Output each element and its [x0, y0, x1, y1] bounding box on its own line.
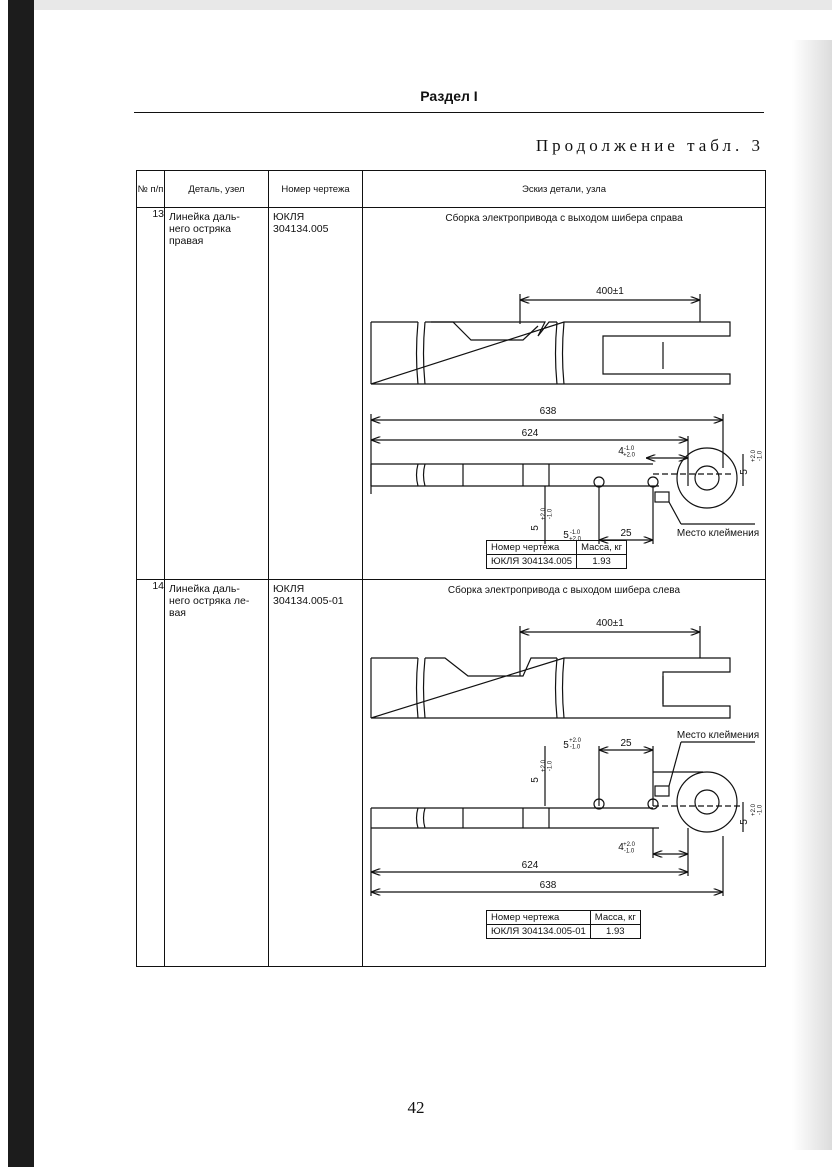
header-sketch: Эскиз детали, узла: [362, 170, 766, 208]
sketch-right: Сборка электропривода с выходом шибера с…: [363, 208, 765, 576]
dim-left-tol: +2.0-1.0: [541, 507, 554, 520]
row-drawing-text: ЮКЛЯ 304134.005-01: [273, 583, 344, 607]
dim-mid-tol: -1.0+2.0: [569, 530, 582, 543]
spec-mass: 1.93: [589, 924, 641, 939]
dim-side-tol: +2.0-1.0: [751, 803, 764, 816]
binding-edge: [8, 0, 34, 1167]
table-row: 14 Линейка даль- него остряка ле- вая ЮК…: [136, 579, 766, 967]
spec-header-drawing: Номер чертежа: [486, 910, 591, 925]
dim-side: 5: [739, 819, 750, 825]
section-rule: [134, 112, 764, 113]
dim-inner: 624: [522, 428, 539, 439]
pivot-circle: [676, 771, 738, 833]
drawing-left-output: 400±1 5 +2.0-1.0 25 5 +2.0-1.0 Место кле…: [370, 618, 764, 896]
page-number: 42: [407, 1098, 425, 1117]
spec-header-mass: Масса, кг: [576, 540, 628, 555]
dim-top-length: 400±1: [596, 286, 624, 297]
sketch-left: Сборка электропривода с выходом шибера с…: [363, 580, 765, 956]
dim-inner: 624: [522, 860, 539, 871]
bar-side-view: [370, 463, 659, 487]
marking-place: [654, 491, 670, 503]
row-part: Линейка даль- него остряка ле- вая: [164, 579, 269, 967]
dim-left-tol: +2.0-1.0: [541, 759, 554, 772]
dim-mid-tol: +2.0-1.0: [569, 738, 582, 751]
scan-top-shadow: [34, 0, 832, 10]
row-drawing-text: ЮКЛЯ 304134.005: [273, 211, 329, 235]
row-num: 14: [136, 579, 165, 967]
dim-left: 5: [530, 525, 541, 531]
dim-side-tol: +2.0-1.0: [751, 449, 764, 462]
dim-gap: 25: [620, 738, 632, 749]
dim-offset-a-tol: -1.0+2.0: [623, 446, 636, 459]
dim-overall: 638: [540, 406, 557, 417]
header-part: Деталь, узел: [164, 170, 269, 208]
spec-drawing: ЮКЛЯ 304134.005: [485, 554, 578, 569]
header-drawing: Номер чертежа: [268, 170, 363, 208]
row-part: Линейка даль- него остряка правая: [164, 207, 269, 580]
dim-mid: 5: [563, 740, 569, 751]
spec-drawing: ЮКЛЯ 304134.005-01: [486, 924, 591, 939]
spec-header-drawing: Номер чертежа: [485, 540, 578, 555]
dim-offset-a: 4: [618, 446, 624, 457]
spec-header-mass: Масса, кг: [589, 910, 641, 925]
dim-top-length: 400±1: [596, 618, 624, 629]
table-header-row: № п/п Деталь, узел Номер чертежа Эскиз д…: [136, 170, 766, 208]
sketch-title: Сборка электропривода с выходом шибера с…: [447, 585, 681, 596]
dim-offset-a: 4: [618, 842, 624, 853]
row-sketch: Сборка электропривода с выходом шибера с…: [362, 207, 766, 580]
table-continuation-caption: Продолжение табл. 3: [535, 136, 764, 155]
row-drawing: ЮКЛЯ 304134.005: [268, 207, 363, 580]
sketch-title: Сборка электропривода с выходом шибера с…: [445, 213, 683, 224]
dim-offset-a-tol: +2.0-1.0: [623, 842, 636, 855]
dim-overall: 638: [540, 880, 557, 891]
row-num: 13: [136, 207, 165, 580]
row-part-text: Линейка даль- него остряка ле- вая: [169, 583, 250, 619]
header-num: № п/п: [136, 170, 165, 208]
marking-place: [654, 785, 670, 797]
dim-side: 5: [739, 469, 750, 475]
section-title: Раздел I: [420, 88, 478, 104]
bar-top-view: [370, 657, 731, 719]
bar-side-view: [370, 807, 659, 829]
dim-mid: 5: [563, 530, 569, 541]
table-row: 13 Линейка даль- него остряка правая ЮКЛ…: [136, 207, 766, 580]
row-sketch: Сборка электропривода с выходом шибера с…: [362, 579, 766, 967]
parts-table: № п/п Деталь, узел Номер чертежа Эскиз д…: [136, 170, 766, 967]
spec-mass: 1.93: [576, 554, 628, 569]
marking-label: Место клеймения: [677, 730, 759, 741]
scan-right-shadow: [792, 40, 832, 1150]
row-part-text: Линейка даль- него остряка правая: [169, 211, 240, 247]
bar-top-view: [370, 321, 731, 385]
dim-gap: 25: [620, 528, 632, 539]
dim-left: 5: [530, 777, 541, 783]
marking-label: Место клеймения: [677, 528, 759, 539]
pivot-circle: [676, 447, 738, 509]
row-drawing: ЮКЛЯ 304134.005-01: [268, 579, 363, 967]
drawing-right-output: 400±1 638 624 4 -1.0+2.0 5 +2.0-1.0 5 +2…: [370, 286, 764, 544]
